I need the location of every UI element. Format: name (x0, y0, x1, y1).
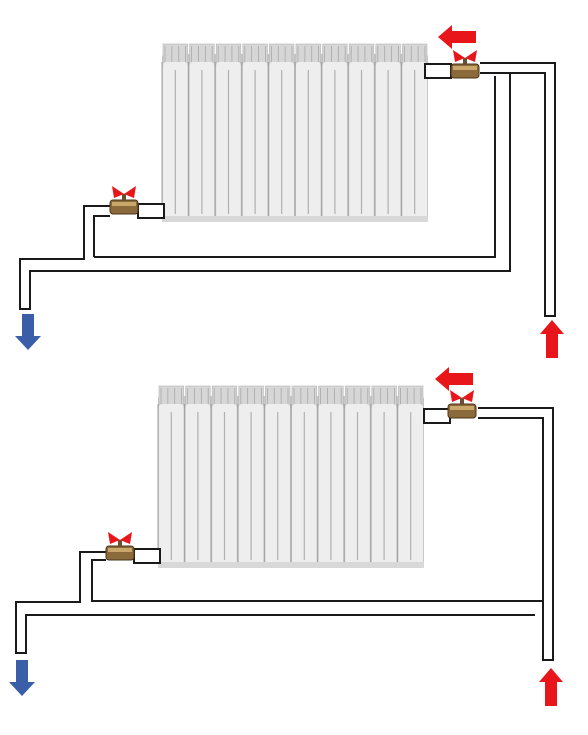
red-arrow-up-icon (539, 668, 563, 706)
pipe-connector (424, 63, 452, 79)
return-pipe-inner (93, 215, 110, 257)
radiator-section (400, 43, 428, 218)
return-pipe-inner (91, 559, 543, 602)
radiator-section (210, 385, 238, 564)
red-arrow-left-icon (435, 367, 473, 391)
pipe-connector (133, 548, 161, 564)
valve-stem (463, 58, 467, 65)
valve-highlight (450, 406, 474, 410)
return-pipe-inner-b (94, 76, 496, 258)
radiator-section (321, 43, 348, 218)
radiator-diagram-1 (15, 25, 564, 358)
radiator-section (396, 385, 424, 564)
red-arrow-left-icon (438, 25, 476, 49)
valve-handle-left (450, 390, 462, 402)
ball-valve-icon (109, 186, 139, 215)
valve-handle-left (108, 532, 120, 544)
valve-handle-right (120, 532, 132, 544)
radiator-bottom (158, 562, 424, 568)
radiator-section (374, 43, 401, 218)
valve-handle-right (462, 390, 474, 402)
radiator-section (290, 385, 317, 564)
radiator-section (237, 385, 264, 564)
radiator-section (214, 43, 242, 218)
supply-pipe (478, 407, 554, 661)
valve-highlight (453, 66, 477, 70)
valve-stem (122, 194, 126, 201)
blue-arrow-down-icon (15, 314, 41, 350)
radiator-section (370, 385, 397, 564)
radiator-section (184, 385, 211, 564)
radiator-section (347, 43, 375, 218)
valve-handle-right (465, 50, 477, 62)
radiator-diagram-2 (9, 367, 563, 706)
return-pipe-outer (15, 551, 535, 654)
ball-valve-icon (447, 390, 477, 419)
radiator-section (267, 43, 295, 218)
valve-highlight (108, 548, 132, 552)
radiator-section (241, 43, 268, 218)
radiator-section (188, 43, 215, 218)
valve-stem (460, 398, 464, 405)
pipe-connector (137, 203, 165, 219)
pipe-connector (423, 408, 451, 424)
supply-pipe (480, 62, 556, 317)
ball-valve-icon (450, 50, 480, 79)
radiator-section (157, 385, 184, 564)
valve-handle-left (453, 50, 465, 62)
red-arrow-up-icon (540, 320, 564, 358)
ball-valve-icon (105, 532, 135, 561)
radiator-section (343, 385, 371, 564)
radiator-section (161, 43, 188, 218)
valve-stem (118, 540, 122, 547)
radiator-section (317, 385, 344, 564)
return-pipe-outer (19, 73, 511, 310)
radiator-bottom (162, 216, 428, 222)
valve-handle-left (112, 186, 124, 198)
valve-handle-right (124, 186, 136, 198)
radiator-section (294, 43, 321, 218)
blue-arrow-down-icon (9, 660, 35, 696)
radiator-section (263, 385, 291, 564)
valve-highlight (112, 202, 136, 206)
